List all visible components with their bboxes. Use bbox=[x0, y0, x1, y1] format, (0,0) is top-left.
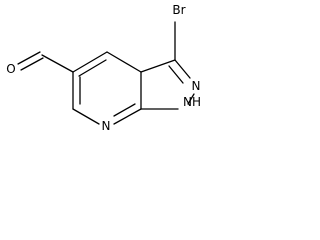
bond-c5-c4 bbox=[72, 51, 108, 73]
aldehyde-ch-bond bbox=[41, 54, 74, 73]
bond-c3-n2 bbox=[174, 59, 191, 79]
bond-c3a-c3 bbox=[140, 59, 176, 73]
bond-n7-c6 bbox=[72, 108, 100, 125]
pyridine-nitrogen-label: N bbox=[102, 119, 111, 133]
bromine-label: Br bbox=[172, 3, 185, 17]
aldehyde-co-double-bond-a bbox=[17, 51, 41, 65]
aldehyde-co-double-bond-b bbox=[20, 57, 44, 71]
bond-c3-n2-inner bbox=[168, 65, 184, 84]
bond-n2-n1 bbox=[187, 93, 195, 105]
nh-label: NH bbox=[183, 95, 201, 109]
chemical-structure: Br O N NH N bbox=[6, 3, 201, 133]
bond-c4-c3a bbox=[106, 51, 142, 73]
oxygen-label: O bbox=[6, 62, 15, 76]
bond-c7a-n7 bbox=[113, 108, 142, 125]
pyrazole-nitrogen-label: N bbox=[192, 79, 201, 93]
bond-c5-c4-inner bbox=[78, 59, 107, 77]
bond-c7a-n7-inner bbox=[113, 103, 136, 117]
